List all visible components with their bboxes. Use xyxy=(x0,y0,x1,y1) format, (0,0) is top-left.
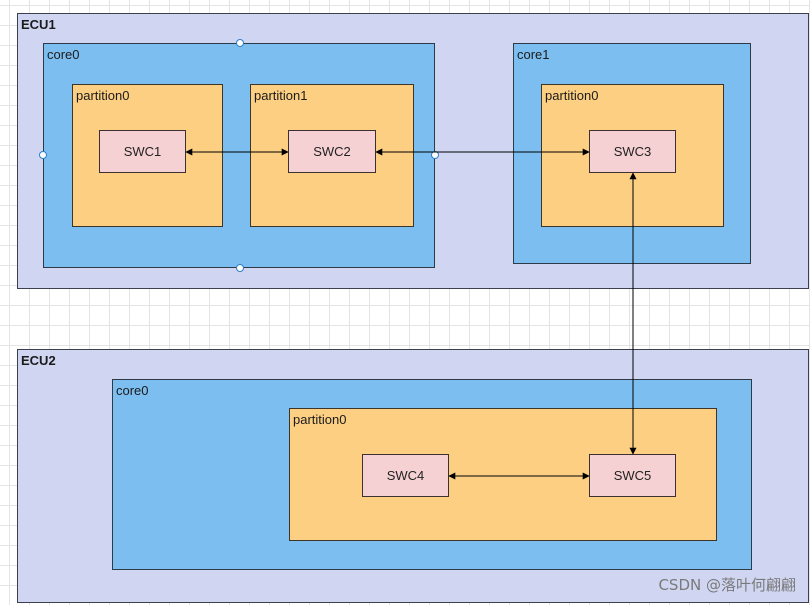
ecu1-core0-label: core0 xyxy=(47,47,80,62)
ecu2-label: ECU2 xyxy=(21,353,56,368)
csdn-watermark: CSDN @落叶何翩翩 xyxy=(658,576,796,594)
swc5-block[interactable]: SWC5 xyxy=(589,454,676,497)
selection-handle-left[interactable] xyxy=(39,151,47,159)
selection-handle-right[interactable] xyxy=(431,151,439,159)
ecu1-label: ECU1 xyxy=(21,17,56,32)
selection-handle-bottom[interactable] xyxy=(236,264,244,272)
ecu2-core0-partition0-label: partition0 xyxy=(293,412,347,427)
swc1-block[interactable]: SWC1 xyxy=(99,130,186,173)
ecu2-core0-label: core0 xyxy=(116,383,149,398)
swc3-block[interactable]: SWC3 xyxy=(589,130,676,173)
ecu1-core0-partition0-label: partition0 xyxy=(76,88,130,103)
ecu1-core0-partition1-label: partition1 xyxy=(254,88,308,103)
ecu1-core1-label: core1 xyxy=(517,47,550,62)
ecu1-core1-partition0-label: partition0 xyxy=(545,88,599,103)
swc2-block[interactable]: SWC2 xyxy=(288,130,376,173)
selection-handle-top[interactable] xyxy=(236,39,244,47)
swc4-block[interactable]: SWC4 xyxy=(362,454,449,497)
